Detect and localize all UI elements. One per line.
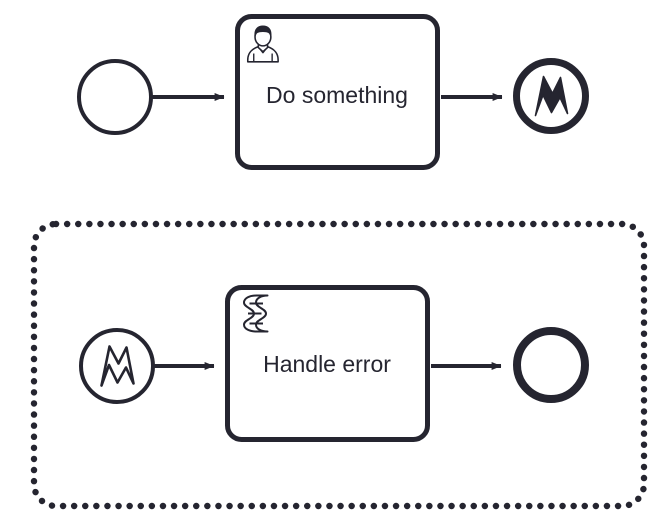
task-label: Do something	[266, 82, 408, 108]
task-box	[235, 14, 440, 170]
start-event[interactable]	[77, 59, 153, 135]
plain-circle-icon	[77, 59, 153, 135]
subprocess-dotted-border	[30, 220, 648, 510]
user-icon	[246, 25, 279, 63]
main-process-group: Do something	[77, 14, 589, 170]
error-event-subprocess[interactable]: Handle error	[30, 220, 648, 510]
plain-circle-icon	[513, 327, 589, 403]
task-box	[225, 285, 430, 442]
task-label: Handle error	[263, 351, 391, 377]
end-event[interactable]	[513, 327, 589, 403]
script-task[interactable]: Handle error	[225, 285, 430, 442]
error-end-event[interactable]	[513, 58, 589, 134]
error-start-event[interactable]	[79, 328, 155, 404]
script-icon	[243, 294, 269, 333]
error-bolt-filled-icon	[534, 75, 569, 117]
user-task[interactable]: Do something	[235, 14, 440, 170]
error-bolt-outline-icon	[100, 345, 135, 387]
